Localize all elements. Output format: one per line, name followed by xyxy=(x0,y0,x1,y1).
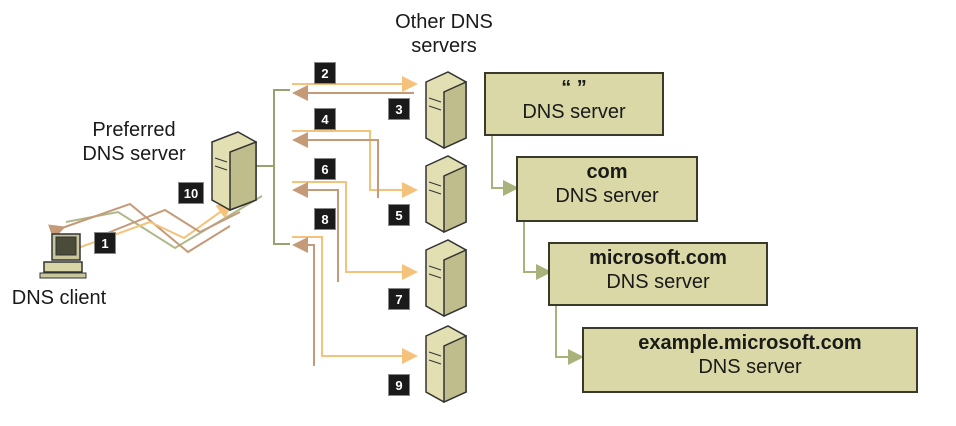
root-server-role: DNS server xyxy=(522,101,626,123)
step-badge-2: 2 xyxy=(314,62,336,84)
step-badge-9: 9 xyxy=(388,374,410,396)
com-server-role: DNS server xyxy=(555,185,659,207)
step-badge-7: 7 xyxy=(388,288,410,310)
root-dns-server-box: “ ” DNS server xyxy=(484,72,664,136)
preferred-dns-server-label: Preferred DNS server xyxy=(64,118,204,166)
hierarchy-connectors xyxy=(491,136,584,365)
server-icon-4 xyxy=(425,325,467,404)
step-badge-3: 3 xyxy=(388,98,410,120)
step-badge-10: 10 xyxy=(178,182,204,204)
query-arrows xyxy=(292,76,418,366)
microsoft-dns-server-box: microsoft.com DNS server xyxy=(548,242,768,306)
preferred-line-2: DNS server xyxy=(82,143,186,165)
step-badge-6: 6 xyxy=(314,158,336,180)
com-dns-server-box: com DNS server xyxy=(516,156,698,222)
preferred-line-1: Preferred xyxy=(92,119,176,141)
server-icon-3 xyxy=(425,239,467,318)
microsoft-server-role: DNS server xyxy=(606,271,710,293)
step-badge-4: 4 xyxy=(314,108,336,130)
server-icon-1 xyxy=(425,71,467,150)
root-server-name: “ ” xyxy=(561,77,587,99)
com-server-name: com xyxy=(586,161,628,183)
example-dns-server-box: example.microsoft.com DNS server xyxy=(582,327,918,393)
example-server-role: DNS server xyxy=(698,356,802,378)
step-badge-5: 5 xyxy=(388,204,410,226)
example-server-name: example.microsoft.com xyxy=(638,332,862,354)
other-dns-servers-line-1: Other DNS xyxy=(395,11,493,33)
preferred-server-icon xyxy=(211,131,257,212)
dns-client-computer-icon xyxy=(39,233,87,279)
dns-client-label: DNS client xyxy=(11,287,107,309)
step-badge-8: 8 xyxy=(314,208,336,230)
microsoft-server-name: microsoft.com xyxy=(589,247,727,269)
server-icon-2 xyxy=(425,155,467,234)
other-dns-servers-label: Other DNS servers xyxy=(382,10,506,58)
step-badge-1: 1 xyxy=(94,232,116,254)
bracket-lines xyxy=(256,89,290,245)
other-dns-servers-line-2: servers xyxy=(411,35,477,57)
